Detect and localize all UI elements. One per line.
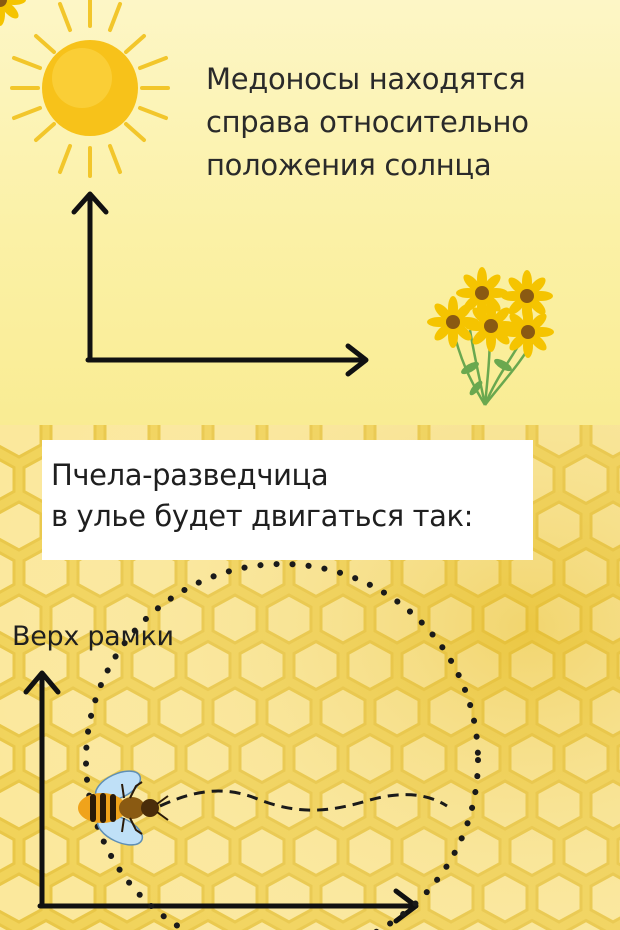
top-note-line-2: справа относительно <box>206 105 529 139</box>
direction-arrows <box>71 191 369 377</box>
frame-top-label: Верх рамки <box>12 621 174 652</box>
flower <box>0 0 26 26</box>
caption: Пчела-разведчица в улье будет двигаться … <box>51 455 541 537</box>
caption-line-1: Пчела-разведчица <box>51 458 329 492</box>
bee-icon <box>78 770 169 846</box>
frame-axis-arrows <box>23 670 419 924</box>
top-note-line-1: Медоносы находятся <box>206 62 526 96</box>
caption-box <box>42 440 533 560</box>
caption-line-2: в улье будет двигаться так: <box>51 499 473 533</box>
flowers-icon <box>0 0 554 406</box>
sun-icon <box>10 0 170 178</box>
top-note-line-3: положения солнца <box>206 148 492 182</box>
top-note: Медоносы находятся справа относительно п… <box>206 58 606 187</box>
dotted-circle <box>83 561 481 930</box>
dance-path <box>159 789 448 812</box>
